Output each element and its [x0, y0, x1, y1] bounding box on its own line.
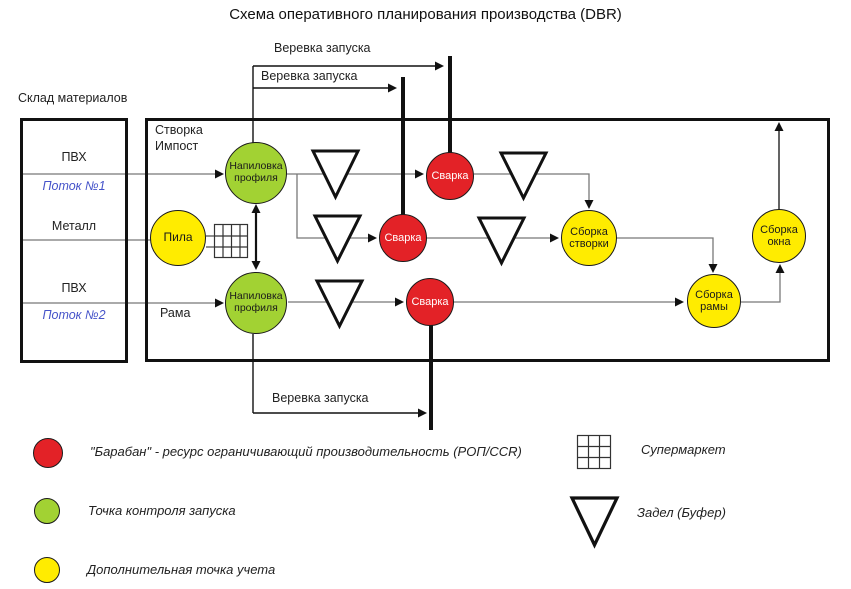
- legend-extra-point-text: Дополнительная точка учета: [87, 562, 276, 577]
- arrowhead: [550, 233, 559, 243]
- rope-lines: [252, 65, 436, 414]
- arrowhead: [415, 169, 424, 179]
- arrowhead: [418, 408, 427, 418]
- zone-sash-label-line2: Импост: [155, 139, 199, 153]
- arrowhead: [774, 122, 784, 131]
- legend-buffer-text: Задел (Буфер): [637, 505, 726, 520]
- node-profile-cutting-2: Напиловка профиля: [225, 272, 287, 334]
- arrowhead: [251, 261, 261, 270]
- buffer-icon: [476, 216, 527, 267]
- node-saw: Пила: [150, 210, 206, 266]
- node-profile-cutting-1: Напиловка профиля: [225, 142, 287, 204]
- warehouse-flow-lines: [21, 173, 217, 304]
- drum-drop-lines: [401, 56, 452, 430]
- arrowhead: [215, 169, 224, 179]
- arrowhead: [215, 298, 224, 308]
- buffer-icon: [498, 151, 549, 202]
- stream2-label: Поток №2: [42, 308, 106, 322]
- arrowhead: [675, 297, 684, 307]
- legend-extra-point-icon: [34, 557, 60, 583]
- arrowhead: [388, 83, 397, 93]
- legend-drum-text: "Барабан" - ресурс ограничивающий произв…: [90, 444, 522, 459]
- arrowhead: [251, 204, 261, 213]
- rope-label-bottom: Веревка запуска: [272, 391, 369, 405]
- stream1-label: Поток №1: [42, 179, 106, 193]
- material-pvc1-label: ПВХ: [61, 150, 87, 164]
- node-frame-assembly: Сборка рамы: [687, 274, 741, 328]
- arrowhead: [435, 61, 444, 71]
- buffer-triangles: [310, 149, 549, 330]
- page-title: Схема оперативного планирования производ…: [229, 6, 622, 23]
- arrowheads: [215, 61, 785, 418]
- arrowhead: [775, 264, 785, 273]
- production-box: [145, 118, 830, 362]
- node-welding-3: Сварка: [406, 278, 454, 326]
- flow-frame-to-window: [741, 272, 781, 303]
- legend-drum-icon: [33, 438, 63, 468]
- zone-sash-label-line1: Створка: [155, 123, 203, 137]
- buffer-icon: [314, 279, 365, 330]
- node-welding-2: Сварка: [379, 214, 427, 262]
- node-window-assembly: Сборка окна: [752, 209, 806, 263]
- arrowhead: [584, 200, 594, 209]
- node-welding-1: Сварка: [426, 152, 474, 200]
- material-metal-label: Металл: [51, 219, 97, 233]
- supermarket-icon: [213, 223, 249, 259]
- legend-launch-point-icon: [34, 498, 60, 524]
- zone-frame-label: Рама: [160, 306, 191, 320]
- node-sash-assembly: Сборка створки: [561, 210, 617, 266]
- legend-buffer-icon: [569, 496, 620, 549]
- arrowhead: [708, 264, 718, 273]
- warehouse-box: [20, 118, 128, 363]
- rope-label-middle: Веревка запуска: [261, 69, 358, 83]
- arrowhead: [395, 297, 404, 307]
- arrowhead: [368, 233, 377, 243]
- buffer-icon: [312, 214, 363, 265]
- material-pvc2-label: ПВХ: [61, 281, 87, 295]
- legend-supermarket-text: Супермаркет: [641, 442, 726, 457]
- rope-label-top: Веревка запуска: [274, 41, 371, 55]
- legend-supermarket-icon: [576, 434, 612, 470]
- buffer-icon: [310, 149, 361, 201]
- flow-sash-to-frame: [617, 237, 714, 265]
- legend-launch-point-text: Точка контроля запуска: [88, 503, 236, 518]
- warehouse-title: Склад материалов: [18, 91, 128, 105]
